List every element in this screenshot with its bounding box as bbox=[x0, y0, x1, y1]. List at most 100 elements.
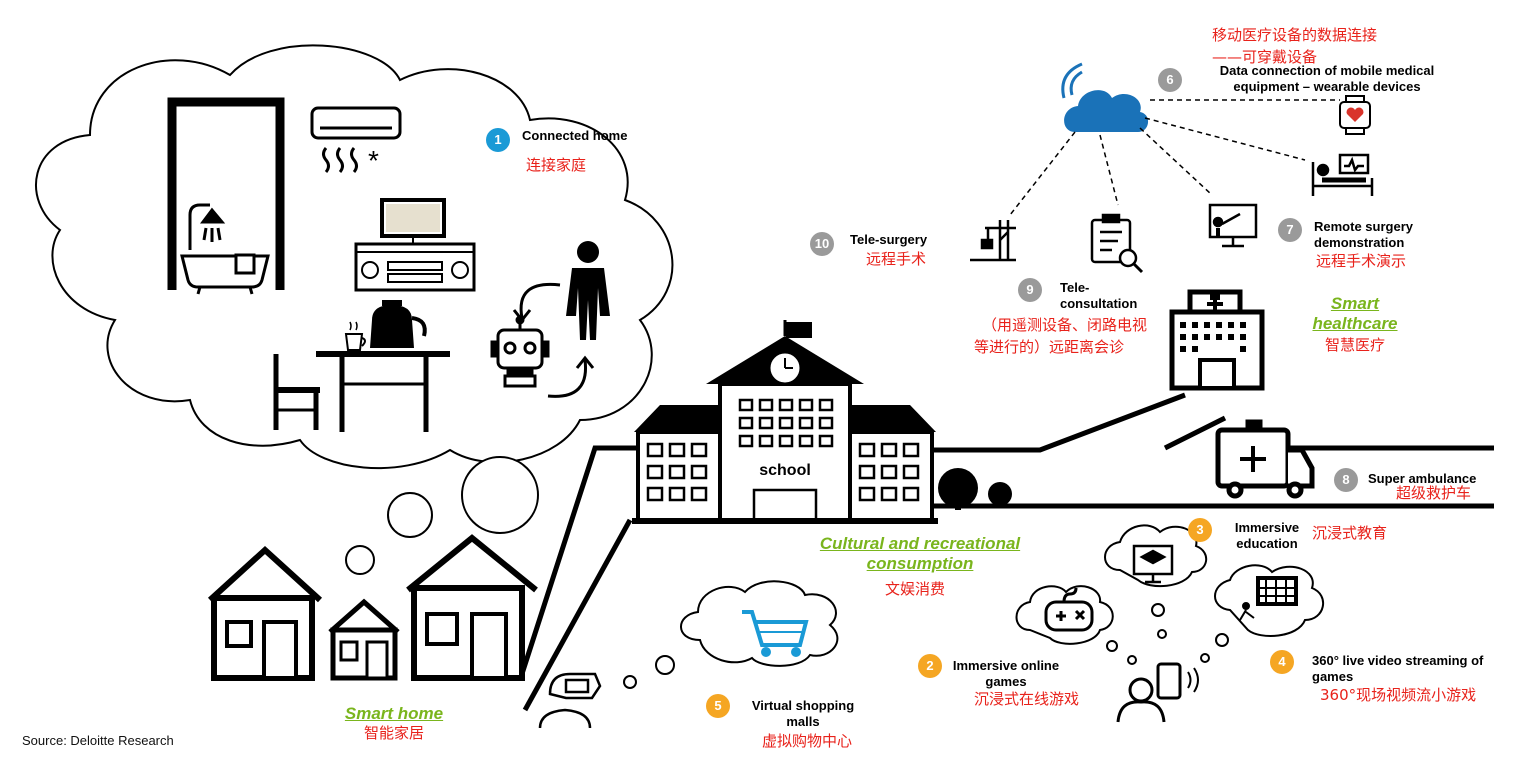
cycle-arrows-icon bbox=[512, 282, 595, 398]
house-icon bbox=[207, 545, 323, 681]
window bbox=[880, 486, 898, 502]
school-door bbox=[752, 488, 818, 522]
badge-1: 1 bbox=[486, 128, 510, 152]
svg-text:*: * bbox=[368, 145, 379, 176]
school-sign: school bbox=[759, 462, 811, 479]
window bbox=[690, 442, 708, 458]
window bbox=[818, 434, 834, 448]
phone-icon bbox=[1116, 662, 1199, 723]
window bbox=[778, 416, 794, 430]
badge-3: 3 bbox=[1188, 518, 1212, 542]
hospital-window bbox=[1228, 334, 1234, 340]
window bbox=[818, 398, 834, 412]
hospital-window bbox=[1204, 334, 1210, 340]
item4-label: 360° live video streaming of games bbox=[1312, 653, 1484, 684]
item7-label: Remote surgery demonstration bbox=[1314, 219, 1413, 250]
badge-8: 8 bbox=[1334, 468, 1358, 492]
graduation-icon bbox=[1132, 544, 1174, 584]
crane-icon bbox=[970, 220, 1016, 262]
item8-label: Super ambulance bbox=[1368, 471, 1477, 486]
window bbox=[902, 464, 920, 480]
window bbox=[858, 464, 876, 480]
window bbox=[646, 464, 664, 480]
hospital-window bbox=[1192, 346, 1198, 352]
window bbox=[818, 416, 834, 430]
smart-home-cn: 智能家居 bbox=[363, 724, 424, 742]
door-icon bbox=[167, 97, 285, 290]
hospital-window bbox=[1192, 334, 1198, 340]
cloud-wifi-icon bbox=[1061, 62, 1149, 132]
item6-label: Data connection of mobile medical equipm… bbox=[1219, 63, 1435, 94]
item5-label: Virtual shopping malls bbox=[751, 698, 855, 729]
hospital-window bbox=[1180, 346, 1186, 352]
smart-home-label: Smart home bbox=[344, 704, 444, 723]
window bbox=[778, 434, 794, 448]
thought-bubbles-home bbox=[345, 456, 539, 575]
connected-home-cn: 连接家庭 bbox=[526, 156, 587, 174]
vr-headset-icon bbox=[538, 672, 602, 729]
badge-10: 10 bbox=[810, 232, 834, 256]
badge-6: 6 bbox=[1158, 68, 1182, 92]
hospital-window bbox=[1240, 346, 1246, 352]
tree-icon bbox=[938, 468, 1012, 510]
smartwatch-icon bbox=[1339, 95, 1371, 135]
item4-cn: 360°现场视频流小游戏 bbox=[1320, 686, 1477, 704]
school-icon bbox=[632, 320, 938, 524]
smart-healthcare-cn: 智慧医疗 bbox=[1324, 336, 1385, 354]
hospital-window bbox=[1192, 322, 1198, 328]
source-note: Source: Deloitte Research bbox=[22, 733, 174, 748]
air-conditioner-icon: * bbox=[310, 106, 402, 176]
window bbox=[738, 416, 754, 430]
badge-2: 2 bbox=[918, 654, 942, 678]
connection-dashes bbox=[1009, 99, 1340, 216]
ambulance-icon bbox=[1215, 419, 1315, 499]
item3-label: Immersive education bbox=[1234, 520, 1300, 551]
smart-healthcare-line2: healthcare bbox=[1312, 314, 1398, 333]
window bbox=[668, 464, 686, 480]
hospital-window bbox=[1204, 322, 1210, 328]
person-icon bbox=[566, 241, 610, 340]
item2-label: Immersive online games bbox=[952, 658, 1060, 689]
window bbox=[690, 486, 708, 502]
hospital-window bbox=[1240, 334, 1246, 340]
window bbox=[690, 464, 708, 480]
badge-5: 5 bbox=[706, 694, 730, 718]
item7-cn: 远程手术演示 bbox=[1316, 252, 1407, 270]
window bbox=[880, 464, 898, 480]
item10-label: Tele-surgery bbox=[850, 232, 928, 247]
house-icon-small bbox=[328, 598, 400, 681]
hospital-window bbox=[1180, 322, 1186, 328]
badge-7: 7 bbox=[1278, 218, 1302, 242]
gamepad-icon bbox=[1044, 587, 1094, 632]
item6-cn-line1: 移动医疗设备的数据连接 bbox=[1212, 26, 1378, 44]
window bbox=[758, 416, 774, 430]
badge-4: 4 bbox=[1270, 650, 1294, 674]
window bbox=[778, 398, 794, 412]
window bbox=[758, 398, 774, 412]
window bbox=[668, 486, 686, 502]
window bbox=[798, 416, 814, 430]
item5-cn: 虚拟购物中心 bbox=[762, 732, 853, 750]
item2-cn: 沉浸式在线游戏 bbox=[974, 690, 1080, 708]
window bbox=[902, 442, 920, 458]
window bbox=[798, 434, 814, 448]
window bbox=[646, 442, 664, 458]
window bbox=[646, 486, 664, 502]
item9-label: Tele-consultation bbox=[1060, 280, 1138, 311]
window bbox=[880, 442, 898, 458]
item9-cn-line1: （用遥测设备、闭路电视 bbox=[982, 316, 1148, 334]
window bbox=[758, 434, 774, 448]
item9-cn-line2: 等进行的）远距离会诊 bbox=[974, 338, 1125, 356]
school-windows bbox=[646, 398, 920, 522]
window bbox=[738, 434, 754, 448]
soccer-goal-icon bbox=[1239, 576, 1298, 621]
window bbox=[858, 442, 876, 458]
badge-9: 9 bbox=[1018, 278, 1042, 302]
hospital-window bbox=[1216, 334, 1222, 340]
cultural-cn: 文娱消费 bbox=[884, 580, 945, 598]
hospital-window bbox=[1216, 322, 1222, 328]
window bbox=[858, 486, 876, 502]
cultural-line2: consumption bbox=[866, 554, 974, 573]
hospital-window bbox=[1228, 322, 1234, 328]
bathtub-icon bbox=[180, 203, 270, 295]
